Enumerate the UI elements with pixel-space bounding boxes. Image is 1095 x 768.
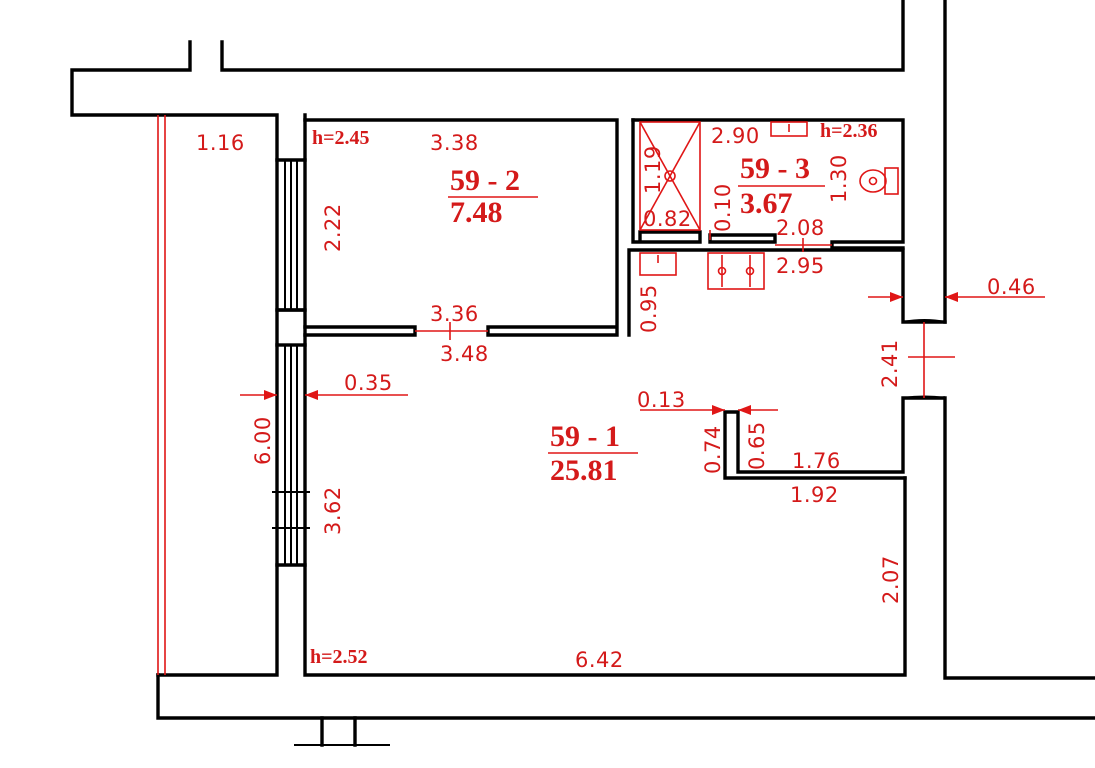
dim-balcony-width: 1.16	[196, 131, 245, 155]
dim-window-total: 6.00	[251, 416, 275, 465]
room-id: 59 - 2	[450, 164, 520, 197]
dim-column-outer-width: 1.92	[790, 483, 839, 507]
dim-bottom-wall: 6.42	[575, 648, 624, 672]
dim-bath-width: 2.08	[776, 216, 825, 240]
dim-bath-depth: 1.30	[827, 154, 851, 203]
dim-room2-depth: 2.22	[321, 203, 345, 252]
dim-room2-inner-wall: 3.36	[430, 302, 479, 326]
dim-bath-partition: 0.10	[711, 183, 735, 232]
dim-column-inner-width: 1.76	[792, 449, 841, 473]
dim-window-lower: 3.62	[321, 486, 345, 535]
room-area: 3.67	[740, 187, 793, 220]
room-59-2-label: 59 - 2 7.48	[448, 164, 538, 229]
dim-shower-width: 0.82	[643, 207, 692, 231]
height-label: h=2.45	[312, 127, 370, 149]
room-id: 59 - 3	[740, 152, 810, 185]
room-area: 7.48	[450, 196, 503, 229]
dimension-lines	[240, 230, 1045, 415]
dim-room2-outer-wall: 3.48	[440, 342, 489, 366]
dim-door-right: 2.41	[878, 339, 902, 388]
room-59-3-label: 59 - 3 3.67	[738, 152, 825, 220]
window-left	[272, 160, 310, 565]
dim-wall-left: 0.35	[344, 371, 393, 395]
height-label: h=2.36	[820, 120, 878, 142]
dim-room2-width: 3.38	[430, 131, 479, 155]
kitchen-sink-icon	[639, 252, 677, 276]
dim-bath-top: 2.90	[711, 124, 760, 148]
room-id: 59 - 1	[550, 420, 620, 453]
room-59-1-label: 59 - 1 25.81	[548, 420, 638, 487]
dim-column-outer-depth: 0.74	[701, 425, 725, 474]
walls	[70, 0, 1095, 747]
stove-icon	[707, 252, 765, 290]
dim-kitchen-depth: 0.95	[637, 284, 661, 333]
balcony	[157, 115, 166, 675]
room-area: 25.81	[550, 454, 618, 487]
dim-wall-right: 0.46	[987, 275, 1036, 299]
dimension-labels: 1.16 3.38 2.22 3.36 3.48 1.19 0.82 2.90 …	[196, 124, 1036, 672]
toilet-icon	[859, 167, 899, 195]
height-label: h=2.52	[310, 646, 368, 668]
dim-right-wall-lower: 2.07	[879, 555, 903, 604]
dim-kitchen-width: 2.95	[776, 254, 825, 278]
sink-icon	[770, 121, 808, 137]
shower-icon	[639, 121, 701, 231]
dim-column-inner-depth: 0.65	[745, 421, 769, 470]
dim-column-offset: 0.13	[637, 388, 686, 412]
dim-shower-depth: 1.19	[641, 145, 665, 194]
